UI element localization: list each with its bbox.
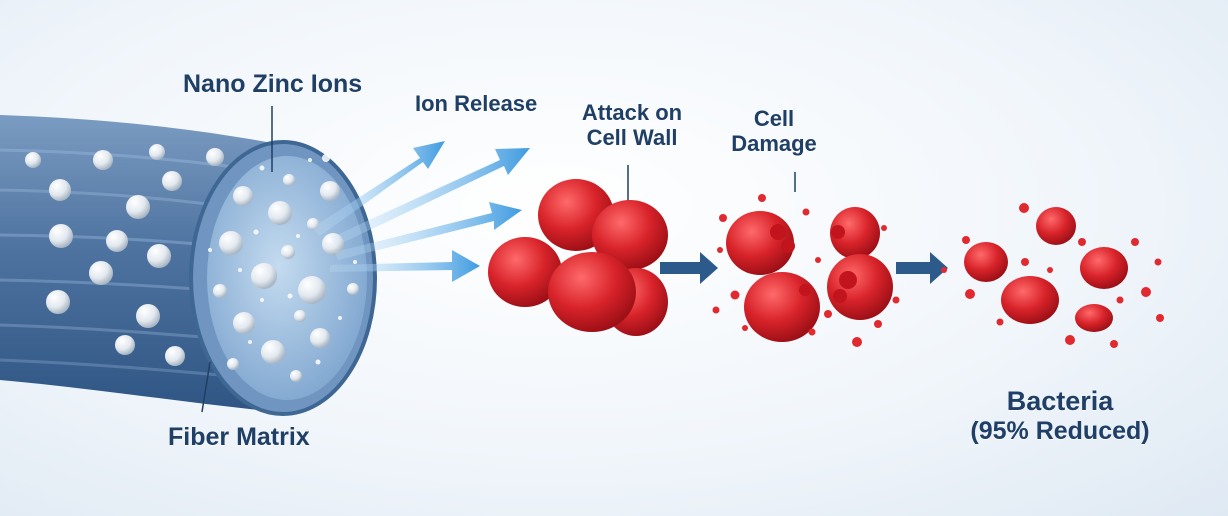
flow-arrows bbox=[660, 252, 948, 284]
label-attack-line-1: Attack on bbox=[581, 100, 683, 125]
label-bacteria-line-1: Bacteria bbox=[1006, 386, 1114, 416]
bacteria-damaged bbox=[712, 194, 900, 347]
fiber-matrix bbox=[0, 115, 377, 416]
label-fiber-matrix: Fiber Matrix bbox=[168, 423, 310, 451]
label-nano-zinc-ions: Nano Zinc Ions bbox=[183, 70, 363, 98]
bacteria-fragmented bbox=[941, 203, 1164, 348]
label-attack-on-cell-wall: Attack on Cell Wall bbox=[566, 100, 698, 151]
label-bacteria: Bacteria (95% Reduced) bbox=[950, 386, 1170, 446]
label-ion-release: Ion Release bbox=[415, 91, 538, 116]
label-attack-line-2: Cell Wall bbox=[586, 125, 678, 151]
label-damage-line-2: Damage bbox=[731, 131, 817, 157]
ion-specks bbox=[208, 154, 357, 365]
label-cell-damage: Cell Damage bbox=[718, 106, 830, 157]
label-bacteria-line-2: (95% Reduced) bbox=[970, 417, 1150, 446]
pointer-lines bbox=[201, 106, 796, 413]
label-damage-line-1: Cell bbox=[753, 106, 795, 131]
nano-zinc-ions bbox=[25, 144, 359, 382]
bacteria-intact bbox=[488, 179, 668, 336]
ion-release-arrows bbox=[312, 141, 530, 282]
